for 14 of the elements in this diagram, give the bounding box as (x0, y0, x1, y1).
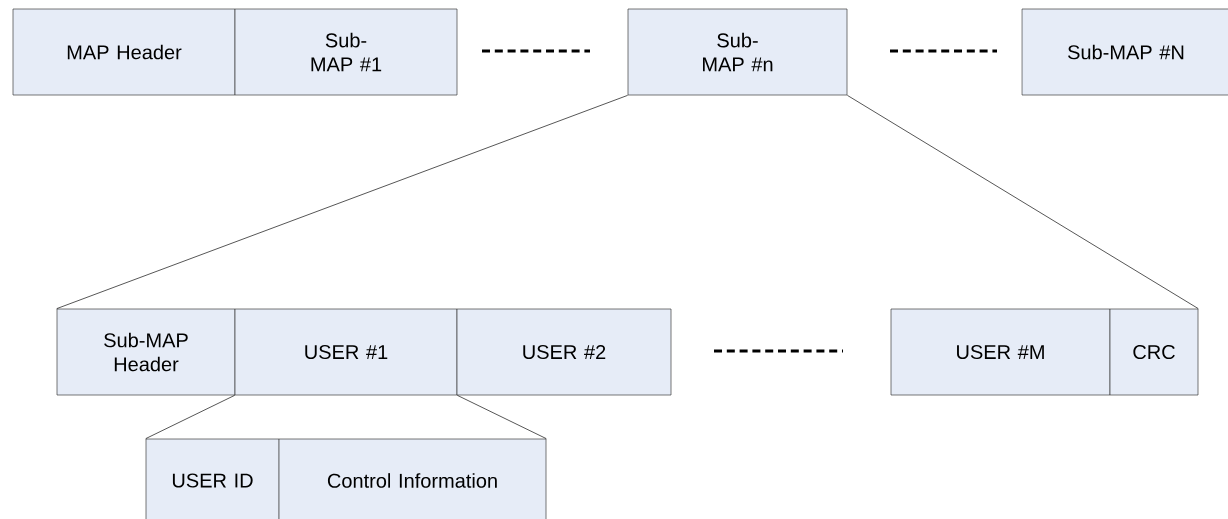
node-label: USER ID (172, 473, 253, 488)
field-box: Sub-MAP #N (1021, 8, 1228, 96)
field-box: Sub-MAP #1 (234, 8, 458, 96)
expansion-line (145, 395, 235, 439)
expansion-line (56, 95, 628, 309)
field-box: CRC (1109, 308, 1199, 396)
field-box: USER #1 (234, 308, 458, 396)
field-box: MAP Header (12, 8, 236, 96)
expansion-line (457, 395, 547, 439)
field-box: USER #2 (456, 308, 672, 396)
field-box: Sub-MAP #n (627, 8, 848, 96)
field-box: Sub-MAP Header (56, 308, 236, 396)
expansion-line (847, 95, 1199, 309)
field-box: USER ID (145, 438, 280, 519)
